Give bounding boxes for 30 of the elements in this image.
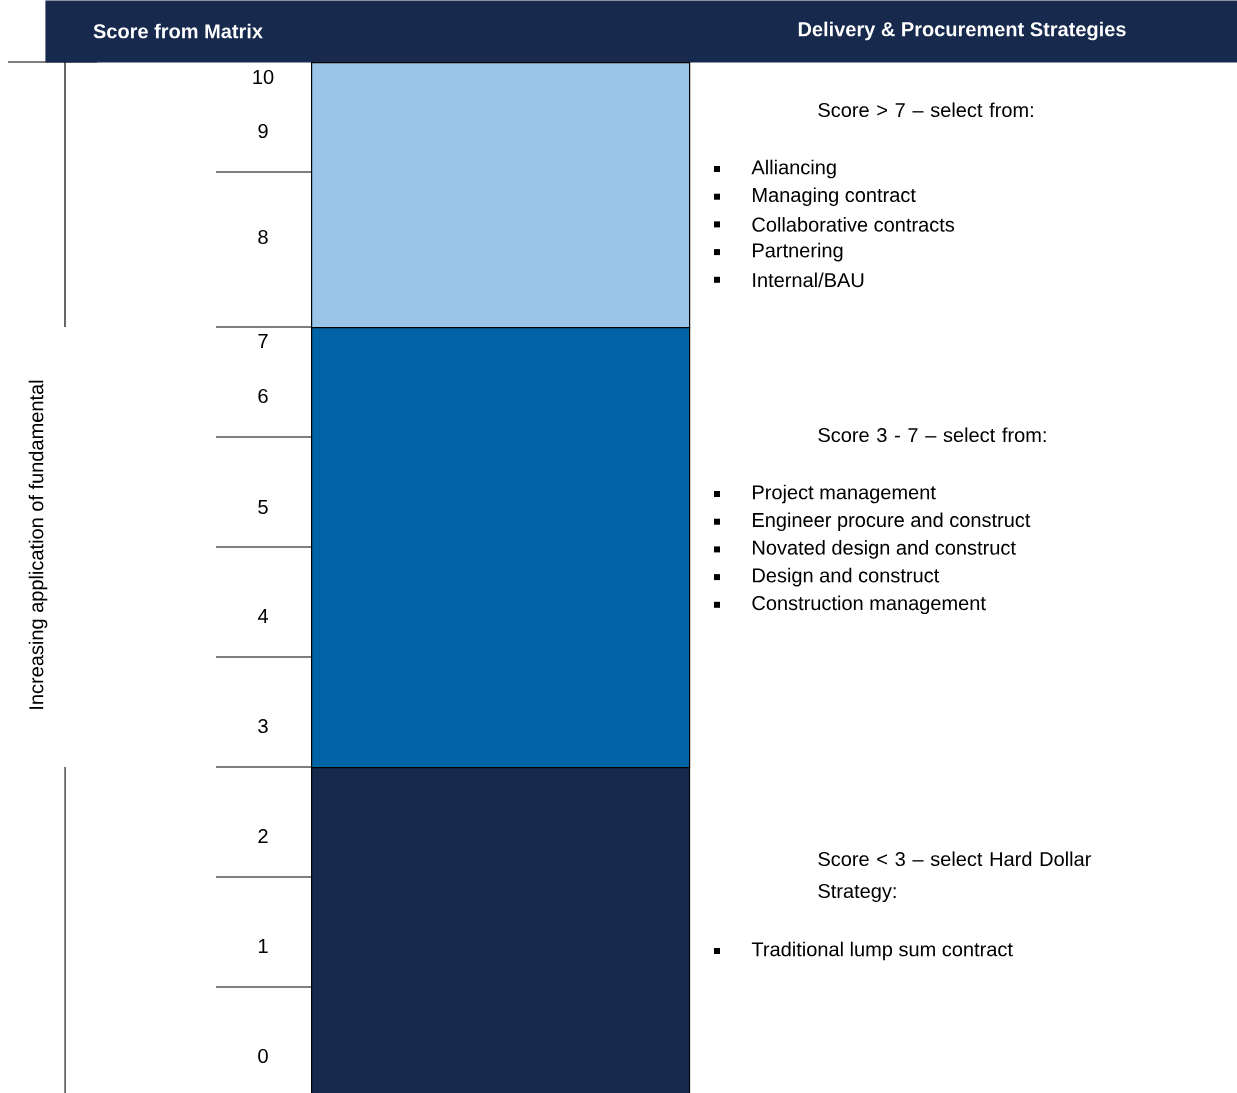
score-number: 5: [258, 500, 268, 514]
bullet-item: Managing contract: [714, 187, 916, 206]
band-heading: Score < 3 – select Hard Dollar Strategy:: [818, 851, 1091, 903]
score-number: 10: [253, 69, 274, 85]
bullet-item: Design and construct: [714, 567, 940, 587]
axis-label: Increasing application of fundamental: [28, 380, 48, 709]
color-band: [311, 767, 691, 1093]
bullet-item: Construction management: [714, 595, 986, 615]
score-number: 1: [259, 939, 268, 953]
score-number: 7: [258, 334, 268, 348]
color-band: [311, 327, 691, 769]
score-number: 9: [258, 123, 268, 139]
score-number: 4: [257, 609, 268, 623]
score-number: 6: [258, 388, 268, 404]
color-band: [311, 62, 691, 329]
score-number: 2: [258, 829, 268, 843]
bullet-item: Project management: [714, 484, 936, 504]
score-number: 8: [258, 229, 268, 245]
bullet-item: Partnering: [714, 242, 843, 262]
header-bar: Score from Matrix Delivery & Procurement Strategies: [45, 0, 1237, 63]
bullet-item: Internal/BAU: [714, 272, 864, 288]
score-number: 0: [258, 1048, 268, 1064]
bullet-item: Alliancing: [714, 159, 836, 179]
bullet-item: Collaborative contracts: [714, 217, 955, 232]
band-heading: Score > 7 – select from:: [818, 102, 1033, 118]
band-heading: Score 3 - 7 – select from:: [818, 427, 1046, 443]
score-number: 3: [258, 718, 268, 734]
bullet-item: Traditional lump sum contract: [714, 941, 1013, 961]
bullet-item: Novated design and construct: [714, 540, 1016, 559]
bullet-item: Engineer procure and construct: [714, 512, 1031, 531]
